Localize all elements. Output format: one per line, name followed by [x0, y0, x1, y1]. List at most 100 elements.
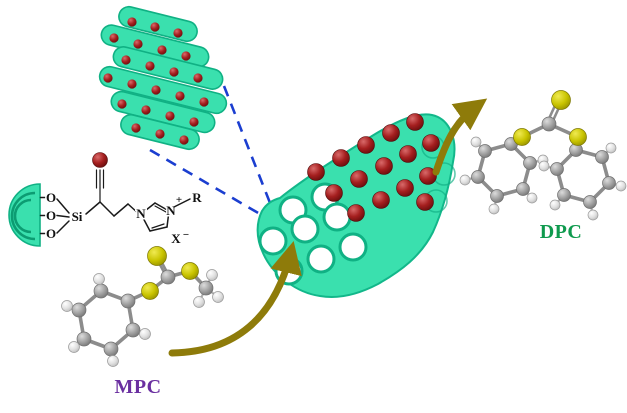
- oxygen-label: O: [46, 226, 56, 241]
- mpc-molecule: [61, 246, 224, 367]
- bond: [166, 210, 170, 228]
- guest-sphere: [382, 124, 400, 142]
- oxygen-label: O: [46, 190, 56, 205]
- guest-sphere: [325, 184, 343, 202]
- guest-dot: [179, 135, 189, 145]
- hydrogen-atom: [68, 341, 80, 353]
- bond: [56, 214, 70, 218]
- carbon-atom: [595, 150, 609, 164]
- arrow-mpc-to-rod: [168, 241, 302, 357]
- guest-dot: [109, 33, 119, 43]
- guest-dot: [121, 55, 131, 65]
- carbon-atom: [93, 283, 109, 299]
- guest-dot: [133, 39, 143, 49]
- nanoparticle-block: [98, 5, 228, 151]
- guest-sphere: [372, 191, 390, 209]
- bond: [140, 202, 156, 215]
- guest-sphere: [422, 134, 440, 152]
- sulfur-atom: [513, 128, 531, 146]
- hydrogen-atom: [139, 328, 151, 340]
- pore-opening: [338, 232, 368, 262]
- bond: [99, 201, 115, 217]
- silica-layer: [98, 65, 228, 115]
- guest-dot: [157, 45, 167, 55]
- guest-sphere: [92, 152, 108, 168]
- guest-dot: [189, 117, 199, 127]
- carbon-atom: [76, 331, 92, 347]
- carbon-atom: [120, 293, 136, 309]
- carbon-atom: [516, 182, 530, 196]
- zoom-line: [222, 85, 274, 209]
- hydrogen-atom: [206, 269, 218, 281]
- hydrogen-atom: [93, 273, 105, 285]
- carbon-atom: [541, 116, 557, 132]
- bond: [113, 203, 129, 217]
- carbon-atom: [490, 189, 504, 203]
- bond: [149, 226, 168, 232]
- guest-dot: [127, 17, 137, 27]
- sulfur-atom: [551, 90, 571, 110]
- hydrogen-atom: [605, 142, 617, 154]
- bond: [154, 202, 170, 212]
- counterion-label: X: [171, 231, 181, 246]
- guest-dot: [141, 105, 151, 115]
- hydrogen-atom: [538, 160, 550, 172]
- dpc-molecule: [459, 90, 627, 221]
- guest-dot: [151, 85, 161, 95]
- guest-dot: [127, 79, 137, 89]
- carbon-atom: [198, 280, 214, 296]
- hydrogen-atom: [107, 355, 119, 367]
- sulfur-atom: [569, 128, 587, 146]
- bond: [127, 203, 140, 215]
- dpc-label: DPC: [539, 221, 583, 243]
- guest-sphere: [357, 136, 375, 154]
- hydrogen-atom: [470, 136, 482, 148]
- carbon-atom: [103, 341, 119, 357]
- carbon-atom: [557, 188, 571, 202]
- bond: [140, 213, 151, 232]
- hydrogen-atom: [459, 174, 471, 186]
- carbon-atom: [478, 144, 492, 158]
- double-bond: [154, 205, 167, 213]
- nitrogen-label: N: [136, 206, 146, 221]
- bond: [56, 198, 70, 214]
- guest-dot: [145, 61, 155, 71]
- guest-dot: [131, 123, 141, 133]
- surface-stripe: [13, 198, 32, 234]
- hydrogen-atom: [549, 199, 561, 211]
- bond: [173, 198, 191, 208]
- guest-sphere: [347, 204, 365, 222]
- pore-opening: [290, 214, 320, 244]
- carbon-atom: [160, 269, 176, 285]
- surface-stripe: [10, 191, 36, 241]
- mpc-label: MPC: [114, 376, 162, 398]
- carbon-atom: [71, 302, 87, 318]
- sulfur-atom: [141, 282, 159, 300]
- counterion-charge: −: [183, 229, 189, 241]
- block-guest-dots: [103, 17, 209, 145]
- oxygen-label: O: [46, 208, 56, 223]
- guest-dot: [169, 67, 179, 77]
- carbon-atom: [125, 322, 141, 338]
- hydrogen-atom: [526, 192, 538, 204]
- pore-opening: [306, 244, 336, 274]
- guest-dot: [117, 99, 127, 109]
- guest-dot: [199, 97, 209, 107]
- carbon-atom: [583, 195, 597, 209]
- guest-dot: [155, 129, 165, 139]
- sulfur-atom: [147, 246, 167, 266]
- guest-sphere: [416, 193, 434, 211]
- guest-sphere: [307, 163, 325, 181]
- guest-sphere: [406, 113, 424, 131]
- hydrogen-atom: [488, 203, 500, 215]
- guest-sphere: [399, 145, 417, 163]
- guest-dot: [173, 28, 183, 38]
- r-group-label: R: [192, 190, 202, 205]
- guest-sphere: [396, 179, 414, 197]
- bond: [85, 201, 101, 215]
- carbon-atom: [471, 170, 485, 184]
- hydrogen-atom: [615, 180, 627, 192]
- plus-charge: +: [176, 194, 182, 206]
